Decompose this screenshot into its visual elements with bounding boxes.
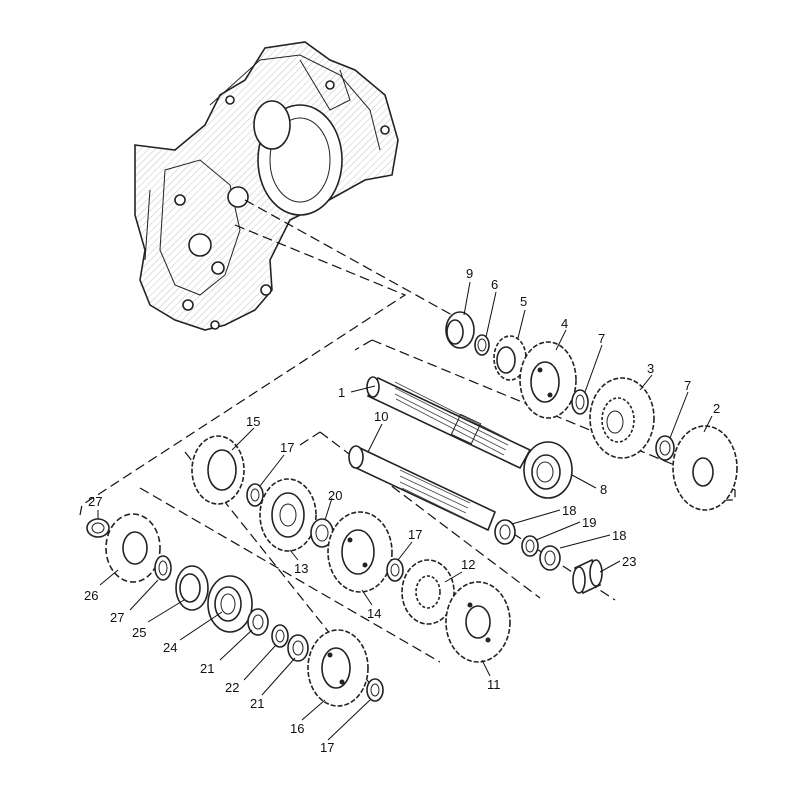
part-19-circlip — [521, 535, 539, 557]
callout-15: 15 — [246, 414, 260, 429]
part-8-bearing — [523, 441, 573, 499]
part-18-washer-a — [494, 519, 516, 545]
callout-7-lower: 7 — [684, 378, 691, 393]
callout-19: 19 — [582, 515, 596, 530]
callout-12: 12 — [461, 557, 475, 572]
part-13-gear — [259, 478, 317, 552]
callout-14: 14 — [367, 606, 381, 621]
part-21-washer-b — [287, 634, 309, 662]
callout-4: 4 — [561, 316, 568, 331]
counter-shaft — [348, 445, 497, 532]
callout-27-top: 27 — [88, 494, 102, 509]
part-12-gear — [401, 559, 455, 625]
callout-2: 2 — [713, 401, 720, 416]
callout-7-upper: 7 — [598, 331, 605, 346]
part-11-gear — [445, 581, 511, 663]
callout-16: 16 — [290, 721, 304, 736]
part-14-gear — [327, 511, 393, 593]
callout-8: 8 — [600, 482, 607, 497]
callout-24: 24 — [163, 640, 177, 655]
callout-11: 11 — [487, 677, 501, 692]
callout-27-bottom: 27 — [110, 610, 124, 625]
part-15-gear — [191, 435, 245, 505]
callout-1: 1 — [338, 385, 345, 400]
part-26-sprocket — [105, 513, 161, 583]
callout-20: 20 — [328, 488, 342, 503]
part-25-seal — [175, 565, 209, 611]
callout-21-b: 21 — [250, 696, 264, 711]
callout-18-b: 18 — [612, 528, 626, 543]
part-9-bearing — [445, 311, 475, 349]
leader-lines — [97, 281, 713, 741]
part-18-washer-b — [539, 545, 561, 571]
callout-10: 10 — [374, 409, 388, 424]
part-27-circlip-top — [86, 518, 110, 538]
part-22-circlip — [271, 624, 289, 648]
callout-17-b: 17 — [408, 527, 422, 542]
callout-9: 9 — [466, 266, 473, 281]
part-17-washer-c — [366, 678, 384, 702]
callout-25: 25 — [132, 625, 146, 640]
callout-18-a: 18 — [562, 503, 576, 518]
crankcase-housing — [134, 41, 399, 331]
callout-21-a: 21 — [200, 661, 214, 676]
part-17-washer-b — [386, 558, 404, 582]
part-3-gear — [589, 377, 655, 459]
callout-26: 26 — [84, 588, 98, 603]
part-21-washer-a — [247, 608, 269, 636]
part-24-bearing — [207, 575, 253, 633]
callout-17-c: 17 — [320, 740, 334, 755]
part-6-circlip — [474, 334, 490, 356]
callout-17-a: 17 — [280, 440, 294, 455]
main-shaft — [366, 376, 532, 470]
part-27-circlip-bottom — [154, 555, 172, 581]
callout-5: 5 — [520, 294, 527, 309]
part-17-washer-a — [246, 483, 264, 507]
callout-3: 3 — [647, 361, 654, 376]
part-7-washer-lower — [655, 435, 675, 461]
callout-labels: 1 2 3 4 5 6 7 7 8 9 10 11 12 13 14 15 16… — [84, 266, 720, 755]
callout-13: 13 — [294, 561, 308, 576]
callout-22: 22 — [225, 680, 239, 695]
callout-6: 6 — [491, 277, 498, 292]
callout-23: 23 — [622, 554, 636, 569]
part-23-needle-bearing — [572, 558, 603, 595]
part-4-gear — [519, 341, 577, 419]
part-16-gear — [307, 629, 369, 707]
part-7-washer-upper — [571, 389, 589, 415]
part-2-gear — [672, 425, 738, 511]
